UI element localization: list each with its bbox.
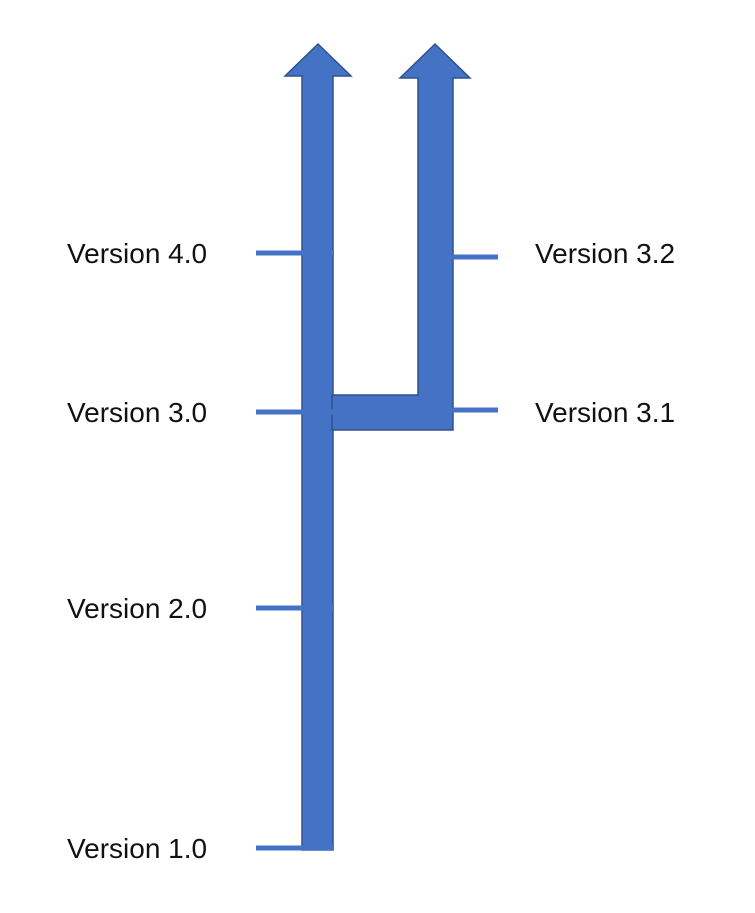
- label-version-3-2: Version 3.2: [535, 238, 676, 269]
- label-version-2-0: Version 2.0: [67, 593, 208, 624]
- side-branch-arrow: [331, 42, 472, 431]
- main-branch-arrow: [283, 42, 353, 851]
- label-version-4-0: Version 4.0: [67, 238, 208, 269]
- label-version-1-0: Version 1.0: [67, 833, 208, 864]
- label-version-3-1: Version 3.1: [535, 397, 676, 428]
- label-version-3-0: Version 3.0: [67, 397, 208, 428]
